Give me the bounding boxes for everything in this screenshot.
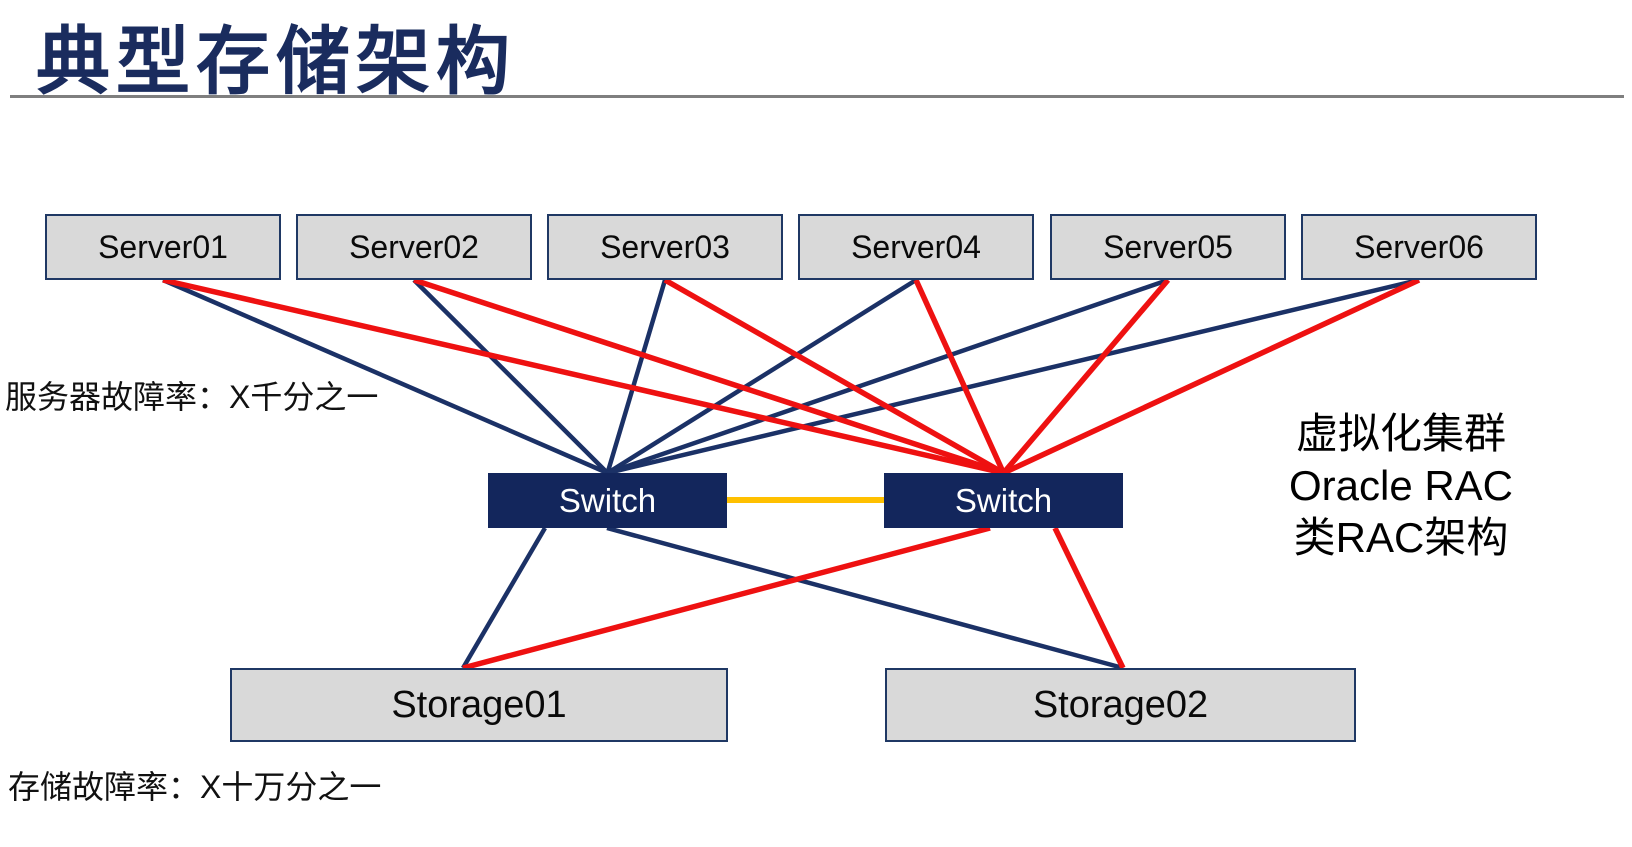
node-server01: Server01	[45, 214, 281, 280]
node-label: Server01	[98, 228, 228, 265]
edge-server03-switch-b	[663, 277, 1005, 476]
node-label: Server06	[1354, 228, 1484, 265]
edge-server06-switch-b	[1002, 277, 1421, 476]
node-server04: Server04	[798, 214, 1034, 280]
node-label: Server05	[1103, 228, 1233, 265]
node-server02: Server02	[296, 214, 532, 280]
edge-server04-switch-a	[606, 278, 918, 475]
node-switch-a: Switch	[488, 473, 727, 528]
node-server06: Server06	[1301, 214, 1537, 280]
edge-switch-a-storage01	[461, 526, 547, 670]
edge-switch-b-storage02	[1052, 526, 1126, 670]
node-storage01: Storage01	[230, 668, 728, 742]
node-label: Storage02	[1032, 683, 1209, 726]
node-switch-b: Switch	[884, 473, 1123, 528]
cluster-annotation: 虚拟化集群 Oracle RAC 类RAC架构	[1278, 408, 1524, 564]
edge-server06-switch-a	[606, 277, 1420, 476]
node-label: Switch	[954, 481, 1053, 519]
node-label: Switch	[558, 481, 657, 519]
node-label: Server03	[600, 228, 730, 265]
node-server05: Server05	[1050, 214, 1286, 280]
edge-server02-switch-b	[413, 277, 1005, 476]
page-title: 典型存储架构	[36, 20, 516, 103]
edge-switch-a-storage02	[606, 525, 1124, 671]
annotation-line: Oracle RAC	[1288, 462, 1514, 509]
node-server03: Server03	[547, 214, 783, 280]
edge-server04-switch-b	[913, 278, 1007, 475]
edge-server05-switch-a	[606, 277, 1169, 476]
node-label: Server02	[349, 228, 479, 265]
edge-server01-switch-b	[162, 277, 1005, 476]
storage-failure-rate-label: 存储故障率：X十万分之一	[8, 769, 382, 805]
edge-switch-b-storage01	[462, 525, 991, 671]
edge-server03-switch-a	[605, 279, 668, 474]
server-failure-rate-label: 服务器故障率：X千分之一	[5, 379, 379, 415]
node-label: Server04	[851, 228, 981, 265]
edge-server02-switch-a	[412, 278, 610, 475]
node-storage02: Storage02	[885, 668, 1356, 742]
node-label: Storage01	[391, 683, 567, 726]
annotation-line: 类RAC架构	[1293, 514, 1509, 561]
title-divider-line	[10, 95, 1624, 98]
annotation-line: 虚拟化集群	[1295, 410, 1506, 457]
edge-server05-switch-b	[1001, 278, 1171, 475]
edge-server01-switch-a	[162, 277, 609, 476]
